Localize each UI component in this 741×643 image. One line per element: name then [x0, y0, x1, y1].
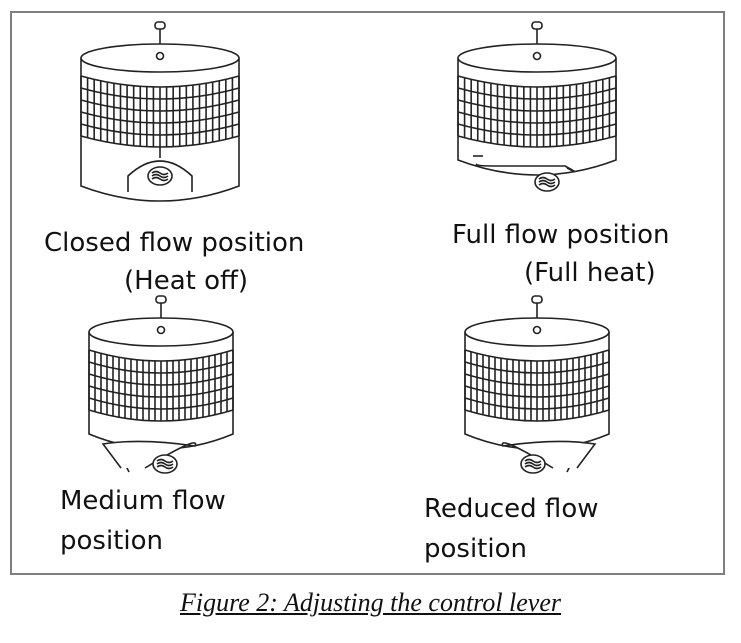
figure-caption: Figure 2: Adjusting the control lever [179, 588, 562, 617]
label-closed-line1: Closed flow position [44, 228, 305, 258]
valve-closed-icon [80, 21, 240, 202]
label-reduced-line2: position [424, 534, 527, 564]
label-full-line2: (Full heat) [524, 258, 656, 288]
label-closed-line2: (Heat off) [124, 266, 249, 296]
valve-medium-icon [88, 295, 234, 474]
label-reduced-line1: Reduced flow [424, 494, 599, 524]
label-medium-line1: Medium flow [60, 486, 226, 516]
figure-frame [10, 11, 725, 575]
valve-full-icon [457, 21, 617, 192]
label-medium-line2: position [60, 526, 163, 556]
valve-reduced-icon [464, 295, 610, 474]
label-full-line1: Full flow position [452, 220, 670, 250]
